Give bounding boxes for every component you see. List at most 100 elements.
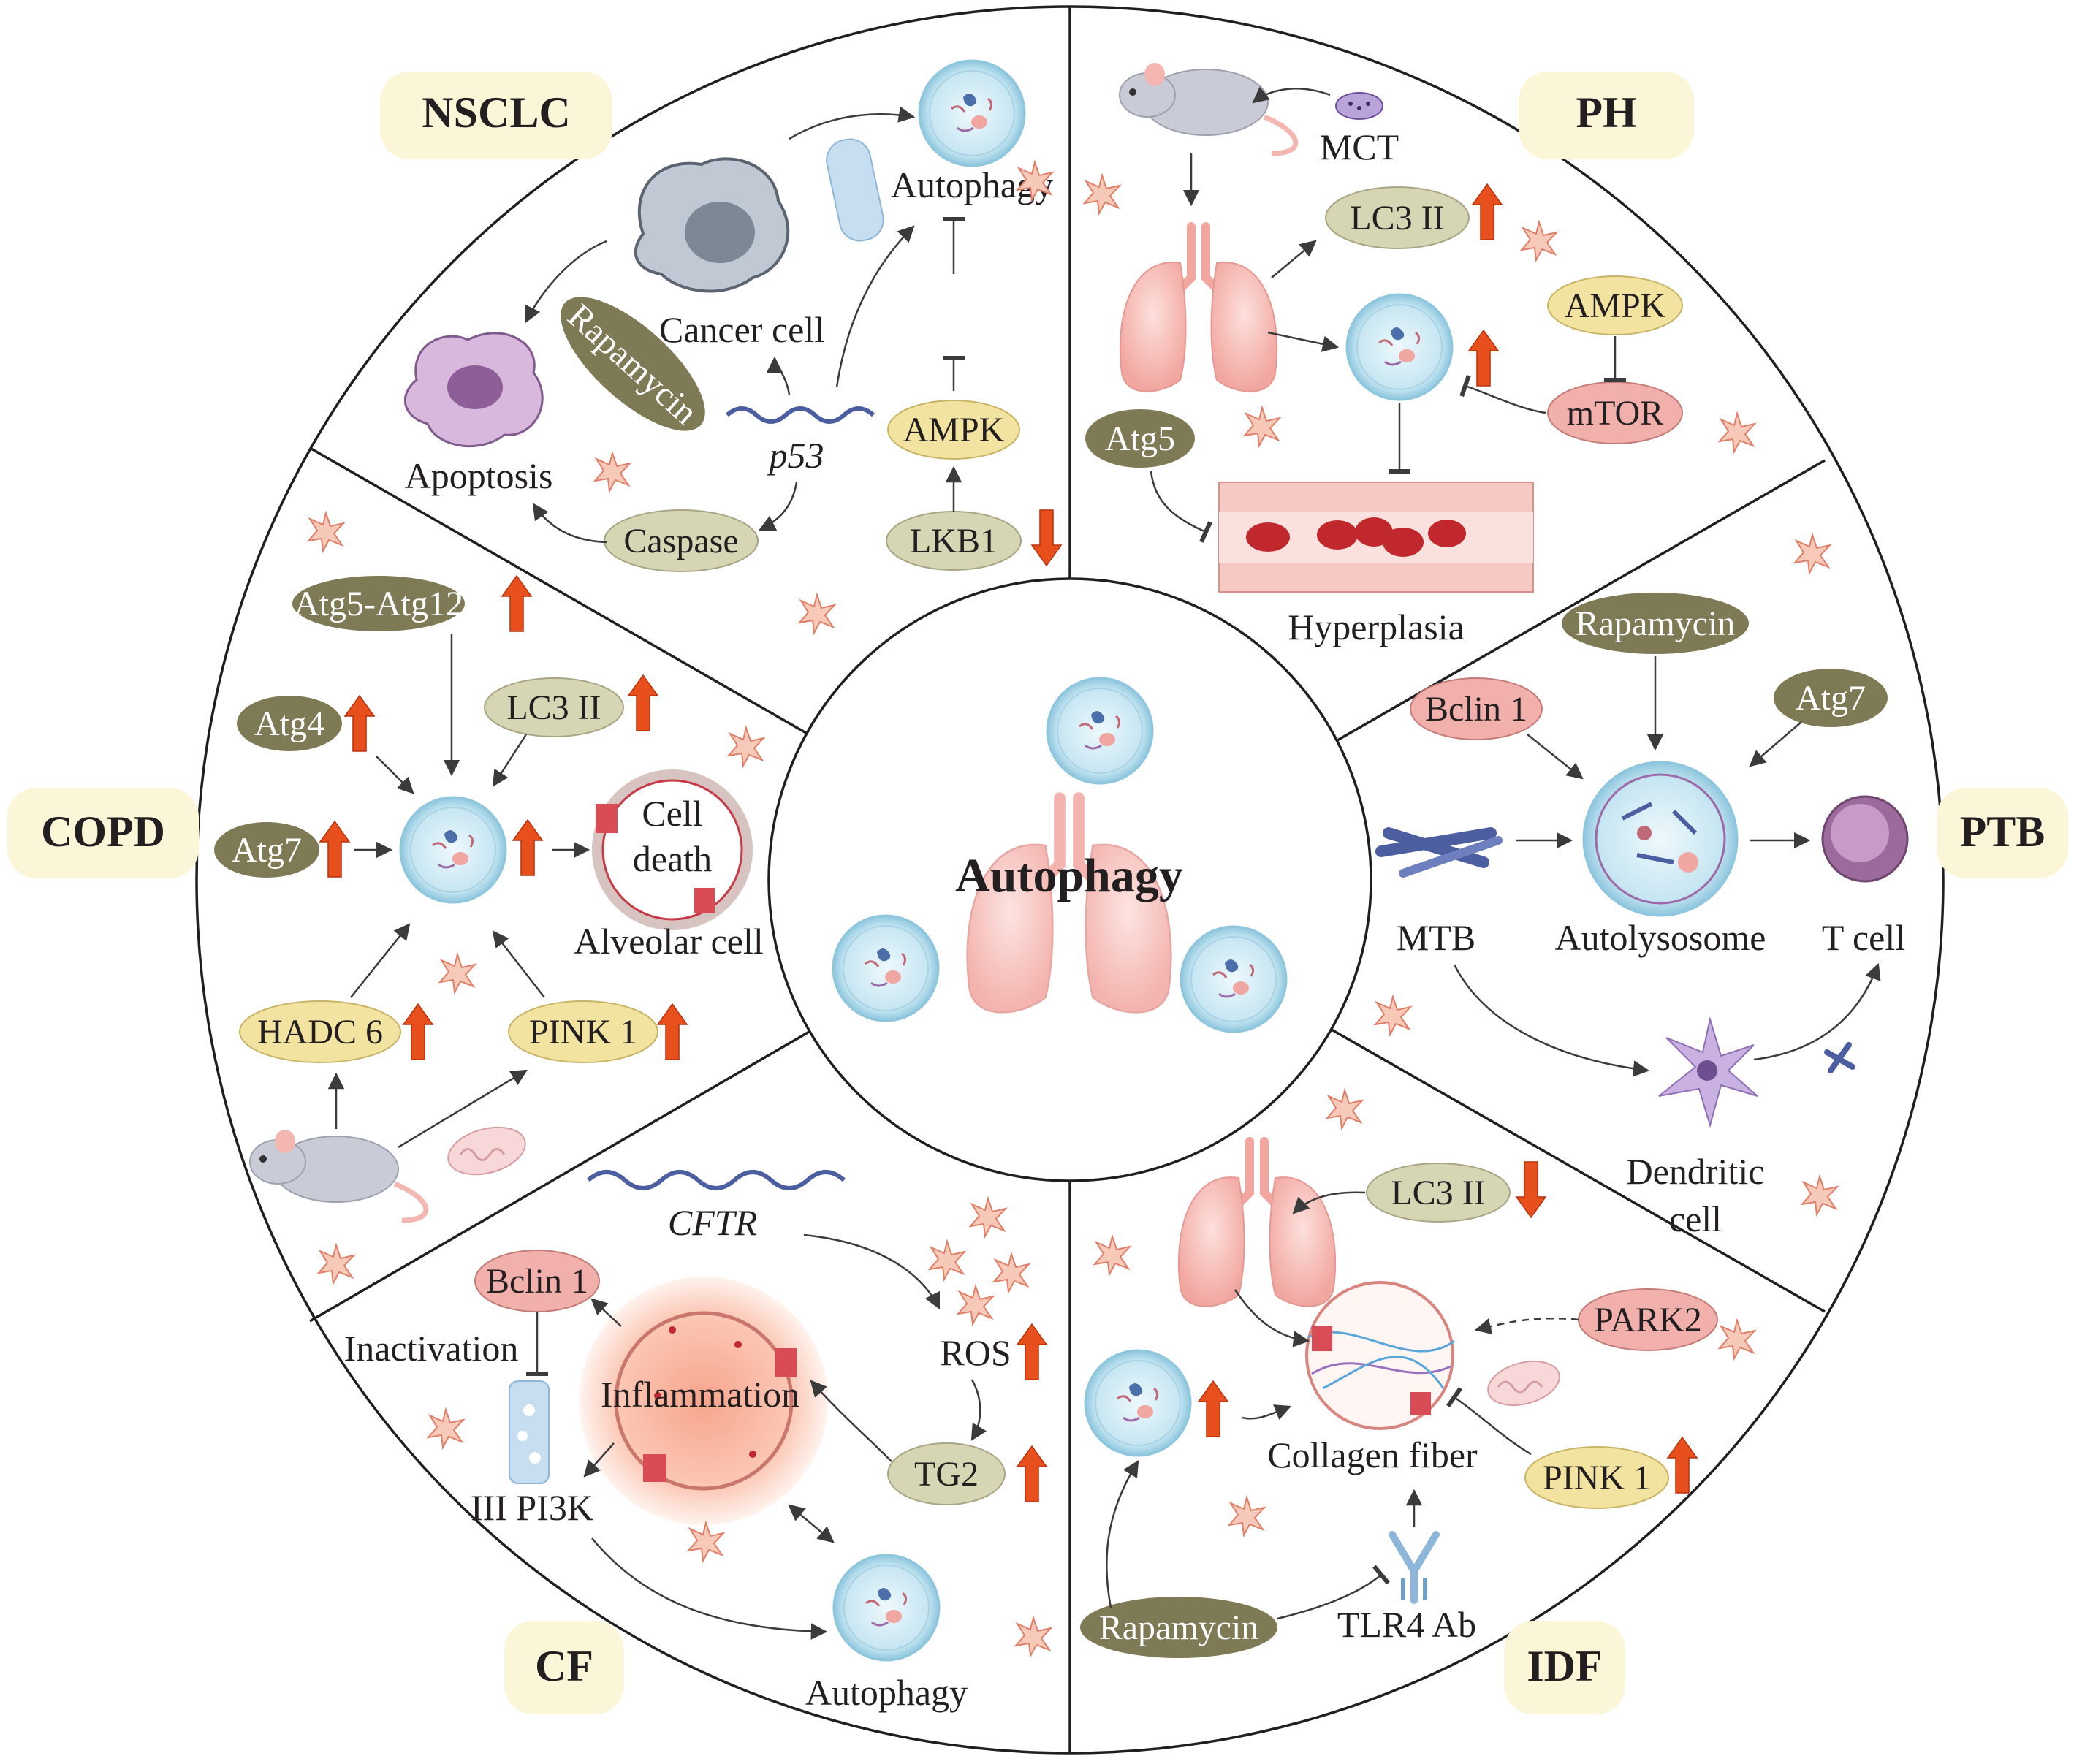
mtor-pill: mTOR (1547, 381, 1683, 444)
dendritic-label-2: cell (1669, 1198, 1722, 1239)
svg-text:Bclin 1: Bclin 1 (1425, 690, 1527, 729)
svg-text:Atg7: Atg7 (1796, 679, 1866, 718)
section-nsclc: Autophagy Cancer cell Apoptosis Rapamyci… (403, 59, 1062, 572)
ptb-antigen-icon (1824, 1042, 1855, 1073)
svg-text:PARK2: PARK2 (1594, 1301, 1702, 1339)
copd-pink1-pill: PINK 1 (508, 1000, 658, 1063)
apoptosis-label: Apoptosis (405, 455, 553, 496)
center-cell-right-icon (1180, 925, 1288, 1033)
center-hub: Autophagy (832, 677, 1288, 1033)
label-nsclc: NSCLC (380, 72, 612, 159)
svg-text:LC3 II: LC3 II (1391, 1174, 1485, 1212)
section-ph: MCT LC3 II AMPK mTOR Atg5 Hyperplasia (1085, 63, 1683, 647)
cf-autophagy-label: Autophagy (805, 1672, 968, 1713)
hyperplasia-label: Hyperplasia (1288, 607, 1465, 647)
copd-atg4-pill: Atg4 (237, 696, 342, 751)
cf-arrows (526, 1233, 987, 1640)
tg2-pill: TG2 (887, 1442, 1006, 1505)
idf-lc3-pill: LC3 II (1366, 1163, 1511, 1223)
atg5-atg12-pill: Atg5-Atg12 (292, 576, 465, 631)
svg-text:PINK 1: PINK 1 (1543, 1459, 1651, 1497)
ros-label: ROS (940, 1332, 1011, 1373)
cancer-cell-icon (634, 157, 790, 293)
svg-text:Bclin 1: Bclin 1 (486, 1262, 588, 1301)
svg-text:Rapamycin: Rapamycin (1576, 604, 1736, 643)
copd-autophagy-cell-icon (399, 796, 507, 904)
mct-label: MCT (1320, 126, 1399, 167)
idf-rapamycin-pill: Rapamycin (1080, 1597, 1277, 1658)
cf-autophagy-cell-icon (832, 1554, 941, 1662)
caspase-pill: Caspase (604, 509, 759, 572)
section-ptb: Rapamycin Bclin 1 Atg7 MTB Autolysosome … (1375, 593, 1909, 1239)
ptb-arrows (1453, 656, 1881, 1077)
center-cell-left-icon (832, 914, 940, 1022)
svg-text:AMPK: AMPK (903, 411, 1005, 449)
tlr4-label: TLR4 Ab (1337, 1604, 1476, 1645)
tlr4-antibody-icon (1389, 1531, 1440, 1604)
disease-labels: NSCLC PH COPD PTB CF IDF (7, 72, 2068, 1714)
ph-arrows (1150, 86, 1626, 543)
svg-text:COPD: COPD (41, 807, 165, 856)
section-copd: Atg5-Atg12 Atg4 LC3 II Atg7 Cell death A… (214, 575, 764, 1220)
apoptosis-cell-icon (403, 332, 544, 448)
svg-text:Caspase: Caspase (623, 522, 738, 560)
collagen-fiber-icon (1305, 1281, 1455, 1430)
autolysosome-icon (1582, 761, 1739, 917)
svg-text:HADC 6: HADC 6 (257, 1013, 383, 1052)
cftr-dna-icon (587, 1170, 846, 1190)
alveolar-cell-label: Alveolar cell (574, 921, 764, 962)
idf-mitochondria-icon (1487, 1361, 1560, 1406)
pi3k-icon (509, 1380, 550, 1484)
svg-text:PINK 1: PINK 1 (529, 1013, 637, 1052)
svg-text:PH: PH (1576, 88, 1636, 137)
alveolar-cell-icon (592, 769, 753, 930)
ph-atg5-pill: Atg5 (1085, 409, 1195, 468)
label-ph: PH (1519, 72, 1694, 159)
label-cf: CF (504, 1621, 624, 1714)
svg-text:LC3 II: LC3 II (1350, 199, 1444, 237)
section-idf: LC3 II PARK2 Collagen fiber PINK 1 Rapam… (1080, 1141, 1718, 1658)
center-cell-top-icon (1046, 677, 1154, 785)
nsclc-autophagy-cell-icon (918, 59, 1026, 167)
svg-text:Atg5-Atg12: Atg5-Atg12 (294, 585, 463, 623)
copd-mitochondria-icon (447, 1126, 526, 1176)
ph-autophagy-cell-icon (1345, 293, 1454, 401)
inflammation-label: Inflammation (601, 1374, 799, 1415)
nsclc-drug-capsule-icon (826, 138, 884, 242)
p53-label: p53 (767, 435, 824, 476)
label-idf: IDF (1504, 1621, 1625, 1714)
hyperplasia-vessel-icon (1218, 482, 1534, 593)
ph-ampk-pill: AMPK (1547, 275, 1683, 335)
cftr-label: CFTR (668, 1202, 757, 1243)
svg-text:LKB1: LKB1 (910, 522, 998, 560)
center-title: Autophagy (955, 849, 1183, 902)
svg-text:IDF: IDF (1527, 1642, 1602, 1690)
section-cf: CFTR Bclin 1 Inactivation III PI3K Infla… (344, 1170, 1047, 1713)
p53-dna-icon (725, 406, 875, 424)
dendritic-cell-icon (1658, 1016, 1758, 1128)
idf-pink1-pill: PINK 1 (1524, 1446, 1669, 1509)
pi3k-label: III PI3K (471, 1487, 593, 1528)
svg-text:Rapamycin: Rapamycin (1099, 1608, 1259, 1647)
cancer-cell-label: Cancer cell (659, 309, 824, 350)
lkb1-pill: LKB1 (886, 511, 1022, 571)
mtb-label: MTB (1397, 917, 1475, 958)
t-cell-icon (1821, 795, 1909, 883)
label-copd: COPD (7, 788, 199, 878)
svg-text:Atg5: Atg5 (1105, 419, 1175, 458)
svg-text:NSCLC: NSCLC (422, 88, 570, 137)
nsclc-arrows (525, 106, 965, 544)
cell-death-label-1: Cell (642, 793, 702, 834)
svg-text:Atg4: Atg4 (254, 704, 324, 743)
mct-icon (1335, 92, 1383, 120)
mtb-bacteria-icon (1375, 827, 1503, 878)
label-ptb: PTB (1937, 788, 2068, 878)
collagen-fiber-label: Collagen fiber (1267, 1434, 1478, 1475)
inactivation-label: Inactivation (344, 1328, 519, 1369)
svg-text:LC3 II: LC3 II (506, 688, 601, 727)
ptb-bclin-pill: Bclin 1 (1410, 677, 1543, 740)
ptb-rapamycin-pill: Rapamycin (1562, 593, 1749, 654)
ph-lc3-pill: LC3 II (1325, 186, 1470, 249)
svg-text:CF: CF (535, 1642, 593, 1690)
